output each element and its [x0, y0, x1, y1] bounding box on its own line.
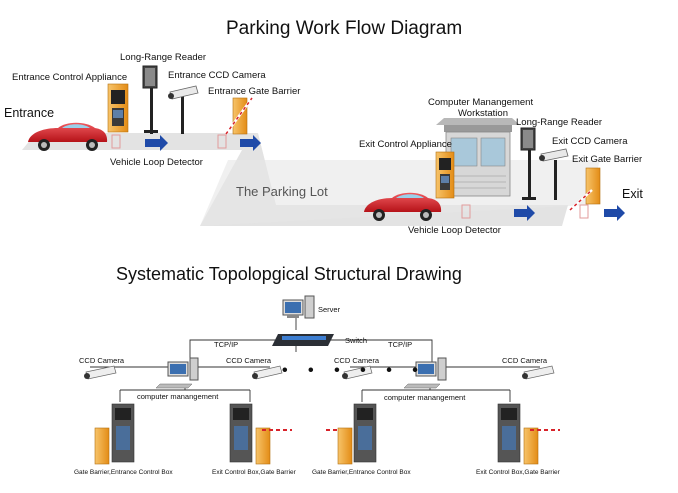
exit-control-label: Exit Control Appliance — [359, 139, 452, 150]
workstation-label-2: Workstation — [458, 108, 508, 119]
box-4-label: Exit Control Box,Gate Barrier — [476, 469, 560, 476]
entrance-loop-label: Vehicle Loop Detector — [110, 157, 203, 168]
entrance-car — [28, 122, 108, 151]
entrance-reader — [142, 65, 158, 134]
ccd-camera-1-icon — [84, 365, 117, 380]
exit-label: Exit — [622, 187, 643, 201]
entrance-control-label: Entrance Control Appliance — [12, 72, 128, 83]
box-1-label: Gate Barrier,Entrance Control Box — [74, 469, 173, 476]
box-group-2 — [229, 403, 292, 465]
network-lines — [90, 318, 540, 402]
server-icon — [282, 295, 315, 319]
box-group-1 — [94, 403, 135, 465]
ccd-camera-1-label: CCD Camera — [79, 356, 125, 365]
parking-lot-label: The Parking Lot — [236, 184, 328, 199]
entrance-label: Entrance — [4, 106, 55, 120]
switch-icon — [272, 334, 334, 346]
flow-arrow-2 — [240, 135, 261, 151]
flow-arrow-3 — [514, 205, 535, 221]
exit-loop-detector — [461, 204, 589, 219]
flow-arrow-1 — [145, 135, 168, 151]
workflow-title: Parking Work Flow Diagram — [226, 18, 463, 39]
entrance-control-appliance — [107, 83, 129, 133]
computer-right-icon — [403, 357, 447, 389]
exit-barrier-label: Exit Gate Barrier — [572, 154, 643, 165]
ccd-camera-4-label: CCD Camera — [502, 356, 548, 365]
exit-reader — [520, 127, 536, 200]
ccd-camera-2-label: CCD Camera — [226, 356, 272, 365]
topology-title: Systematic Topolopgical Structural Drawi… — [116, 264, 462, 284]
ccd-camera-4-icon — [522, 365, 555, 380]
entrance-loop-detector — [111, 134, 227, 149]
exit-car — [364, 192, 442, 221]
exit-ccd-camera — [539, 148, 569, 200]
exit-gate-barrier — [569, 167, 601, 211]
entrance-ccd-camera — [168, 85, 199, 134]
entrance-gate-barrier — [224, 97, 254, 135]
switch-label: Switch — [345, 336, 368, 345]
exit-loop-label: Vehicle Loop Detector — [408, 225, 501, 236]
entrance-reader-label: Long-Range Reader — [120, 52, 207, 63]
box-2-label: Exit Control Box,Gate Barrier — [212, 469, 296, 476]
parking-road — [22, 133, 600, 226]
workstation-label-1: Computer Manangement — [428, 97, 534, 108]
exit-reader-label: Long-Range Reader — [516, 117, 603, 128]
exit-camera-label: Exit CCD Camera — [552, 136, 628, 147]
exit-control-appliance — [435, 151, 455, 199]
computer-mgmt-right-label: computer manangement — [384, 393, 466, 402]
entrance-camera-label: Entrance CCD Camera — [168, 70, 266, 81]
computer-left-icon — [155, 357, 199, 389]
computer-mgmt-left-label: computer manangement — [137, 392, 219, 401]
tcpip-left-label: TCP/IP — [214, 340, 239, 349]
ccd-camera-2-icon — [252, 365, 283, 380]
ccd-camera-3-icon — [342, 365, 373, 380]
entrance-barrier-label: Entrance Gate Barrier — [208, 86, 301, 97]
server-label: Server — [318, 305, 341, 314]
box-3-label: Gate Barrier,Entrance Control Box — [312, 469, 411, 476]
box-group-3 — [326, 403, 377, 465]
flow-arrow-4 — [604, 205, 625, 221]
box-group-4 — [497, 403, 560, 465]
ellipsis: • • • • • • — [282, 362, 426, 379]
ccd-camera-3-label: CCD Camera — [334, 356, 380, 365]
tcpip-right-label: TCP/IP — [388, 340, 413, 349]
